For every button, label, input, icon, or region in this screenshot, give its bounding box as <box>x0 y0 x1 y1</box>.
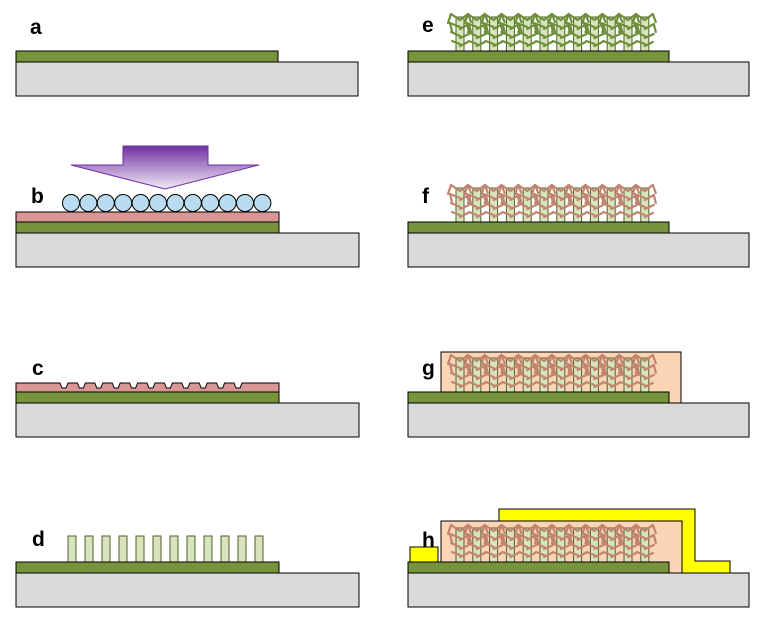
panel-h: h <box>407 508 750 608</box>
pillar <box>135 535 145 563</box>
sphere-monolayer <box>62 194 272 212</box>
sphere <box>62 194 80 212</box>
patterned-pink-layer <box>15 382 280 393</box>
green-layer <box>15 391 280 404</box>
sphere <box>218 194 237 212</box>
substrate <box>15 402 360 438</box>
panel-label-b: b <box>31 185 44 208</box>
sphere <box>149 194 167 212</box>
branched-pillar <box>598 523 624 563</box>
panel-e: e <box>407 12 750 97</box>
sphere <box>96 194 115 212</box>
branched-pillar <box>547 183 573 223</box>
pillar-array <box>67 535 264 563</box>
branched-pillar <box>446 183 473 223</box>
branched-pillar <box>514 353 540 393</box>
pillar <box>220 535 230 563</box>
panel-c: c <box>15 357 360 438</box>
pillar <box>67 535 77 563</box>
substrate <box>15 61 359 97</box>
embedded-branched-array <box>446 523 657 563</box>
panel-label-g: g <box>422 357 435 380</box>
substrate <box>407 572 750 608</box>
green-layer <box>407 221 670 234</box>
branched-pillar <box>581 523 607 563</box>
branched-pillar <box>514 183 540 223</box>
embedded-branched-array <box>446 353 657 393</box>
pink-layer <box>15 211 280 223</box>
panel-g: g <box>407 351 750 438</box>
branched-pillar <box>564 12 590 52</box>
panel-label-c: c <box>32 357 44 380</box>
sphere <box>79 194 98 212</box>
panel-a: a <box>15 16 359 97</box>
panel-f: f <box>407 183 750 268</box>
pillar <box>118 535 128 563</box>
sphere <box>201 194 220 212</box>
substrate <box>15 232 360 268</box>
panel-b: b <box>15 145 360 268</box>
pillar <box>84 535 94 563</box>
downward-arrow-icon <box>70 145 260 190</box>
sphere <box>236 194 254 212</box>
branched-pillar <box>614 183 641 223</box>
sphere <box>131 194 150 212</box>
green-layer <box>407 50 670 63</box>
green-layer <box>15 50 279 63</box>
pillar <box>254 535 264 563</box>
pillar <box>101 535 111 563</box>
branched-pillar <box>480 523 506 563</box>
green-layer <box>407 391 670 404</box>
green-layer <box>15 221 280 234</box>
branched-pillar-array <box>446 12 657 52</box>
panel-label-d: d <box>32 528 45 551</box>
branched-pillar <box>463 523 489 563</box>
branched-pillar <box>631 183 657 223</box>
sphere <box>183 194 202 212</box>
panel-label-e: e <box>422 14 434 37</box>
panel-label-f: f <box>422 185 430 208</box>
sphere <box>253 194 272 212</box>
branched-pillar <box>631 353 657 393</box>
pillar <box>203 535 213 563</box>
green-layer <box>407 561 670 574</box>
panel-label-h: h <box>422 529 435 552</box>
panel-d: d <box>15 528 360 608</box>
branched-pillar <box>547 523 573 563</box>
branched-pillar <box>497 353 523 393</box>
branched-pillar <box>598 353 624 393</box>
panel-label-a: a <box>30 16 42 39</box>
pillar <box>186 535 196 563</box>
branched-pillar <box>631 523 657 563</box>
branched-pillar <box>446 523 473 563</box>
pillar <box>152 535 162 563</box>
branched-pillar <box>497 12 523 52</box>
branched-pillar <box>564 353 590 393</box>
substrate <box>407 61 750 97</box>
pillar <box>169 535 179 563</box>
substrate <box>15 572 360 608</box>
coated-branched-pillar-array <box>446 183 657 223</box>
sphere <box>114 194 133 212</box>
pillar <box>237 535 247 563</box>
sphere <box>166 194 185 212</box>
substrate <box>407 402 750 438</box>
substrate <box>407 232 750 268</box>
green-layer <box>15 561 280 574</box>
branched-pillar <box>631 12 657 52</box>
